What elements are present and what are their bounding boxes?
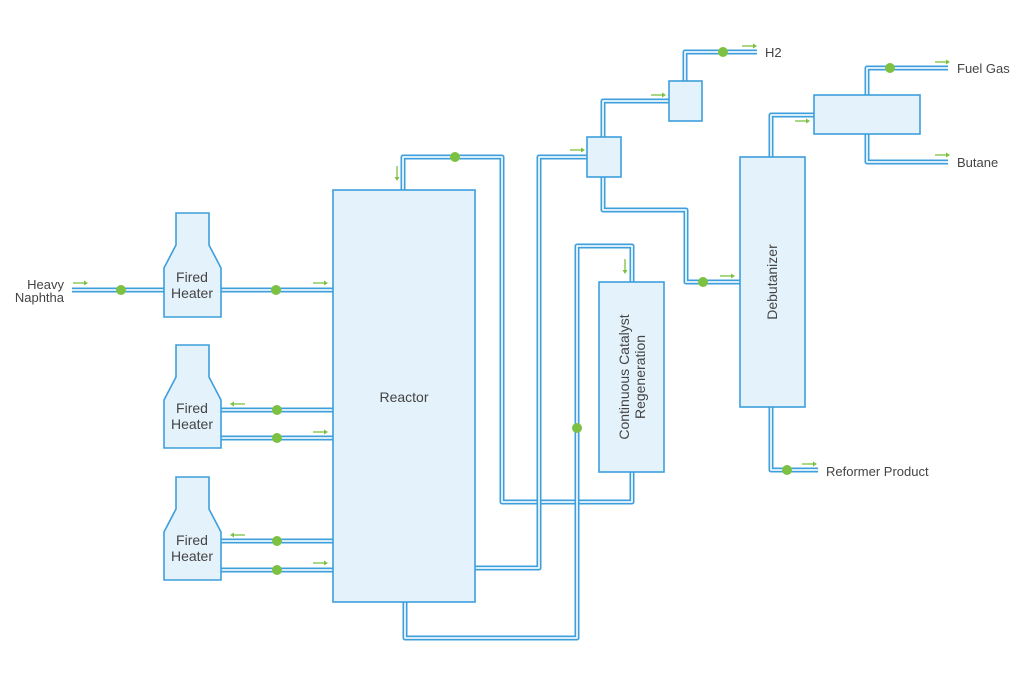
flow-node-dot	[572, 423, 582, 433]
butane-pipe	[864, 134, 948, 165]
flow-node-dot	[272, 405, 282, 415]
flow-arrow-icon	[570, 147, 585, 153]
flow-arrow-icon	[230, 532, 245, 538]
ccr-label-line2: Regeneration	[632, 335, 648, 419]
flow-arrow-icon	[230, 401, 245, 407]
debutanizer-label: Debutanizer	[764, 244, 780, 320]
flow-node-dot	[698, 277, 708, 287]
heater-3-label-line2: Heater	[171, 548, 213, 564]
reactor[interactable]	[332, 189, 476, 603]
reformer-product-pipe	[768, 407, 818, 473]
flow-arrow-icon	[742, 43, 757, 49]
flow-arrow-icon	[622, 259, 628, 274]
fired-heater-2[interactable]	[163, 344, 222, 449]
feed-label-line2: Naphtha	[15, 290, 65, 305]
flow-arrow-icon	[313, 429, 328, 435]
separator-1[interactable]	[586, 136, 622, 178]
heater-1-label-line1: Fired	[176, 269, 208, 285]
heater-1-label-line2: Heater	[171, 285, 213, 301]
flow-node-dot	[782, 465, 792, 475]
heater-3-label-line1: Fired	[176, 532, 208, 548]
flow-node-dot	[272, 536, 282, 546]
sep1-to-debutanizer-pipe	[600, 177, 740, 285]
flow-node-dot	[718, 47, 728, 57]
flow-node-dot	[116, 285, 126, 295]
heater-2-label-line1: Fired	[176, 400, 208, 416]
flow-node-dot	[272, 565, 282, 575]
flow-arrow-icon	[313, 560, 328, 566]
flow-arrow-icon	[802, 461, 817, 467]
ccr-unit[interactable]	[598, 281, 665, 473]
flow-arrow-icon	[935, 152, 950, 158]
butane-pipe	[866, 134, 948, 163]
ccr-label-line1: Continuous Catalyst	[616, 314, 632, 439]
flow-node-dot	[271, 285, 281, 295]
separator-3[interactable]	[813, 94, 921, 135]
reactor-effluent-pipe	[475, 154, 587, 571]
flow-arrow-icon	[720, 273, 735, 279]
flow-arrow-icon	[73, 280, 88, 286]
heater-2-label-line2: Heater	[171, 416, 213, 432]
sep1-to-sep2-pipe	[600, 98, 669, 137]
flow-node-dot	[885, 63, 895, 73]
h2-label: H2	[765, 45, 782, 60]
feed-label-line1: Heavy	[27, 277, 64, 292]
sep1-to-debutanizer-pipe	[602, 177, 740, 283]
fuel-gas-pipe	[866, 67, 948, 95]
debutanizer-overhead-pipe	[770, 114, 814, 157]
flow-arrow-icon	[394, 166, 400, 181]
separator-2[interactable]	[668, 80, 703, 122]
fired-heater-3[interactable]	[163, 476, 222, 581]
butane-label: Butane	[957, 155, 998, 170]
sep1-to-sep2-pipe	[602, 100, 669, 137]
reactor-label: Reactor	[379, 389, 428, 405]
flow-markers	[73, 43, 950, 575]
fuel-gas-label: Fuel Gas	[957, 61, 1010, 76]
fired-heater-1[interactable]	[163, 212, 222, 318]
flow-arrow-icon	[935, 59, 950, 65]
flow-arrow-icon	[651, 92, 666, 98]
flow-node-dot	[450, 152, 460, 162]
reformer-product-label: Reformer Product	[826, 464, 929, 479]
flow-arrow-icon	[795, 118, 810, 124]
catalyst-loop-pipe	[404, 245, 633, 639]
debutanizer[interactable]	[739, 156, 806, 408]
flow-node-dot	[272, 433, 282, 443]
flow-arrow-icon	[313, 280, 328, 286]
reactor-top-pipe	[402, 156, 633, 503]
reformer-product-pipe	[770, 407, 818, 471]
h2-pipe	[684, 51, 757, 81]
reactor-effluent-pipe	[475, 156, 587, 569]
fuel-gas-pipe	[864, 65, 948, 95]
